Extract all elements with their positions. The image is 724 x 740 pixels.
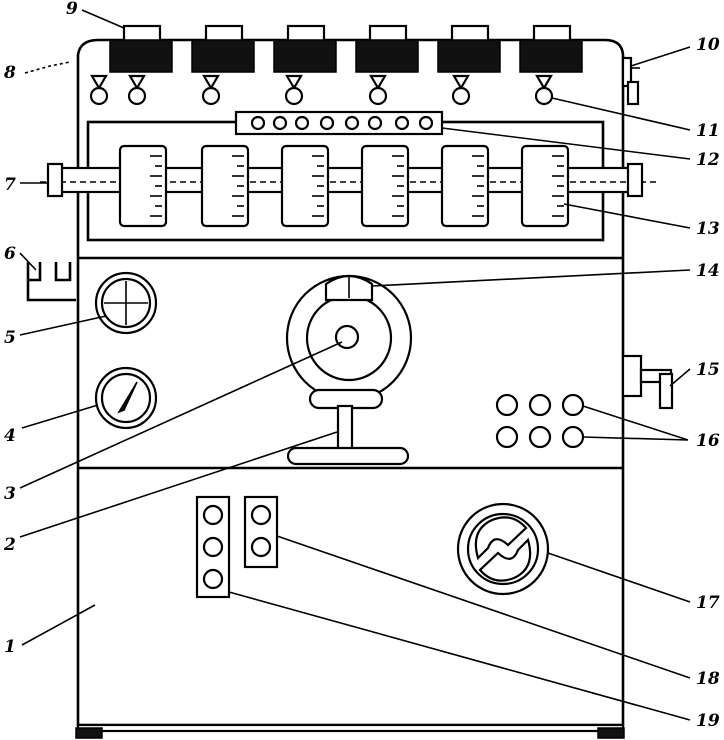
valve-row	[89, 74, 554, 106]
label-14: 14	[696, 261, 720, 281]
label-4: 4	[4, 426, 16, 446]
label-3: 3	[4, 484, 16, 504]
two-light-panel	[243, 495, 279, 569]
leader-lines	[19, 9, 691, 721]
label-11: 11	[696, 121, 720, 141]
label-16: 16	[696, 431, 720, 451]
round-handle	[456, 502, 550, 596]
label-1: 1	[4, 637, 16, 657]
label-17: 17	[696, 593, 720, 613]
lower-gauge	[94, 366, 158, 430]
three-light-panel	[195, 495, 231, 599]
label-12: 12	[696, 150, 720, 170]
label-13: 13	[696, 219, 720, 239]
left-bracket	[26, 262, 76, 302]
label-7: 7	[4, 175, 16, 195]
measuring-panel	[40, 110, 660, 242]
flywheel-assembly	[285, 274, 413, 466]
label-2: 2	[3, 535, 16, 555]
label-15: 15	[696, 360, 720, 380]
label-9: 9	[66, 0, 78, 19]
label-19: 19	[696, 711, 720, 731]
label-6: 6	[4, 244, 16, 264]
upper-gauge	[94, 271, 158, 335]
label-10: 10	[696, 35, 720, 55]
label-8: 8	[3, 63, 16, 83]
callout-labels: 1 2 3 4 5 6 7 8 9 10 11 12 13 14 15 16 1…	[3, 0, 720, 731]
right-connector	[621, 56, 640, 106]
button-grid	[495, 393, 585, 449]
label-18: 18	[696, 669, 720, 689]
right-lever	[621, 354, 674, 410]
label-5: 5	[4, 328, 16, 348]
cabinet-body	[75, 38, 625, 739]
top-injector-caps	[109, 24, 583, 73]
